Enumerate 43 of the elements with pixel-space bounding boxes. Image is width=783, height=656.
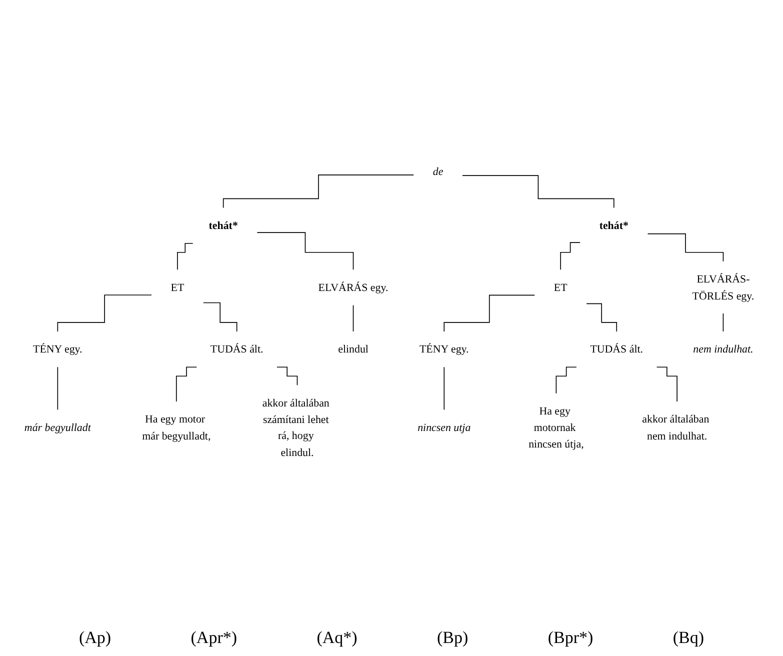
node-text: Ha egy motornak nincsen útja, [528, 404, 584, 450]
connector [222, 174, 414, 208]
node-text: tehát* [599, 219, 628, 232]
node-text: TÉNY egy. [420, 343, 469, 356]
connector [57, 366, 58, 410]
node-text: akkor általában nem indulhat. [642, 413, 710, 442]
connector [647, 233, 724, 262]
node-text: de [432, 166, 444, 178]
connector [656, 366, 678, 402]
connector [203, 302, 238, 332]
connector [352, 304, 354, 332]
connector [444, 366, 445, 410]
case-label: (Aq*) [316, 628, 358, 648]
case-label: (Bp) [436, 628, 468, 648]
node-text: akkor általában számítani lehet rá, hogy elindul. [262, 396, 330, 458]
connector [462, 175, 614, 208]
connector [57, 294, 152, 332]
connector [444, 294, 536, 332]
connector [256, 232, 354, 270]
case-label: (Ap) [78, 628, 112, 648]
case-label: (Bpr*) [548, 628, 594, 648]
connector [556, 366, 577, 394]
node-text: már begyulladt [24, 421, 91, 434]
node-text: Ha egy motor már begyulladt, [142, 413, 211, 442]
node-text: TUDÁS ált. [210, 343, 264, 356]
connector [586, 303, 618, 332]
node-text: ELVÁRÁS-TÖRLÉS egy. [692, 272, 754, 302]
connector [722, 313, 724, 332]
connector [560, 242, 580, 270]
connector [176, 366, 198, 402]
node-text: ET [170, 281, 184, 294]
case-label: (Apr*) [190, 628, 238, 648]
node-text: TÉNY egy. [33, 343, 82, 356]
node-text: nincsen utja [418, 421, 471, 434]
node-text: ELVÁRÁS egy. [318, 281, 388, 294]
case-label: (Bq) [672, 628, 704, 648]
node-text: elindul [338, 343, 368, 356]
connector [276, 366, 298, 386]
node-text: nem indulhat. [693, 343, 754, 356]
connector [177, 242, 194, 270]
node-text: tehát* [208, 219, 238, 232]
node-text: ET [554, 281, 568, 294]
node-text: TUDÁS ált. [590, 343, 644, 356]
